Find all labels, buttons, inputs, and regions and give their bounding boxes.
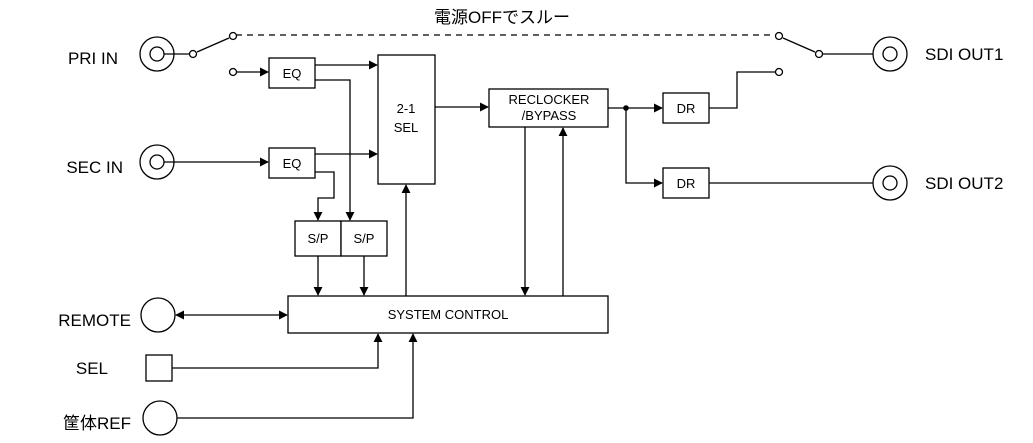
- eq-label-1: EQ: [283, 66, 302, 81]
- out1-switch-common-contact: [814, 49, 824, 59]
- ref-connector-icon: [142, 400, 178, 436]
- sdi-out2-connector-icon: [872, 165, 908, 201]
- dr1-to-switch-wire: [709, 71, 775, 109]
- pri-in-connector-icon: [139, 36, 175, 72]
- sdi-out1-connector-icon: [872, 36, 908, 72]
- reclocker-label-line2: /BYPASS: [522, 108, 577, 123]
- reclocker-bypass-block: [488, 88, 609, 128]
- eq-block-1: [268, 57, 316, 89]
- system-control-label: SYSTEM CONTROL: [388, 307, 509, 322]
- remote-connector-icon: [140, 297, 176, 333]
- reclocker-label-line1: RECLOCKER: [509, 92, 590, 107]
- ref-to-control-wire: [177, 333, 418, 419]
- sel-to-control-wire: [172, 333, 383, 369]
- eq2-to-sp1-wire: [313, 171, 335, 221]
- bypass-note: 電源OFFでスルー: [434, 8, 570, 27]
- sel-2-1-block: [377, 54, 436, 185]
- sel-label-line1: 2-1: [397, 101, 416, 116]
- out1-switch-normal-contact: [774, 67, 784, 77]
- out1-relay-switch: [782, 37, 816, 53]
- pri-switch-normal-contact: [228, 67, 238, 77]
- sdi-out1-label: SDI OUT1: [925, 45, 1003, 64]
- ref-input-label: 筐体REF: [63, 414, 131, 433]
- system-control-block: [287, 295, 609, 334]
- eq-block-2: [268, 147, 316, 179]
- pri-switch-bypass-contact: [228, 31, 238, 41]
- out1-switch-bypass-contact: [774, 31, 784, 41]
- dr-label-2: DR: [677, 176, 696, 191]
- remote-label: REMOTE: [58, 311, 131, 330]
- sp-label-1: S/P: [308, 231, 329, 246]
- reclocker-to-dr2-wire: [625, 108, 663, 188]
- sec-in-label: SEC IN: [66, 158, 123, 177]
- sp-block-2: [340, 220, 388, 257]
- sdi-out2-label: SDI OUT2: [925, 174, 1003, 193]
- pri-switch-contact: [188, 49, 198, 59]
- eq-label-2: EQ: [283, 156, 302, 171]
- sel-input-label: SEL: [76, 359, 108, 378]
- eq1-to-sp2-wire: [315, 79, 355, 221]
- pri-relay-switch: [196, 37, 230, 53]
- sp-label-2: S/P: [354, 231, 375, 246]
- sel-label-line2: SEL: [394, 120, 419, 135]
- sel-switch-icon: [145, 354, 173, 382]
- dr-label-1: DR: [677, 101, 696, 116]
- pri-in-label: PRI IN: [68, 49, 118, 68]
